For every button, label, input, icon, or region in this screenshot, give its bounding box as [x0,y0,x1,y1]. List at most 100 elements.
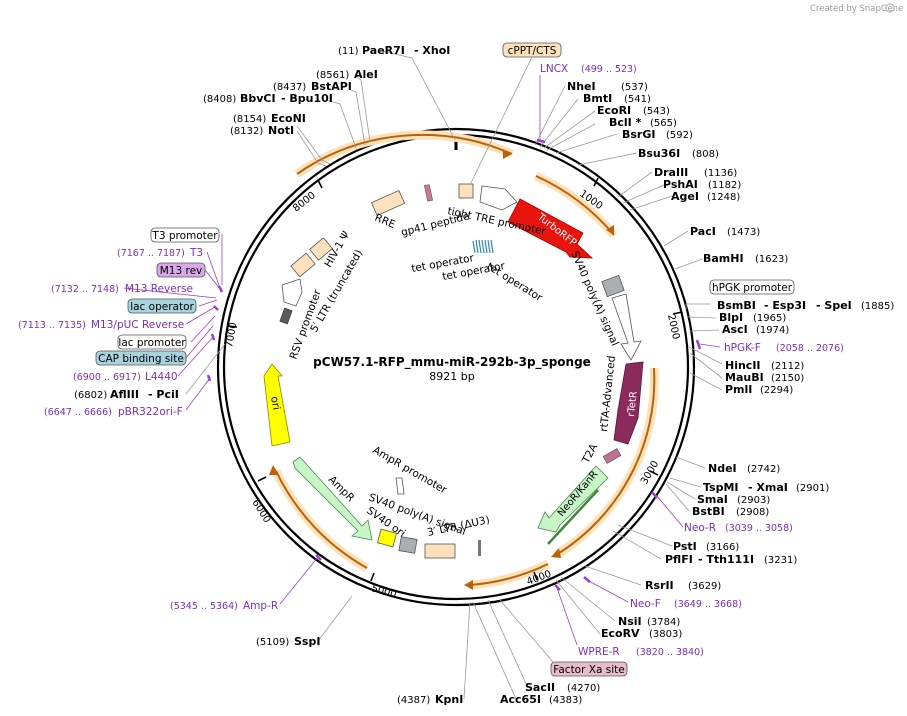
lac-promoter-label: lac promoter [118,337,186,349]
rsrii-name[interactable]: RsrII [645,579,674,592]
bbvci-name[interactable]: BbvCI [240,92,276,105]
pmli-name[interactable]: PmlI [725,383,752,396]
tet-operator-block [472,239,494,254]
primer-markers [206,138,702,591]
bstapi-name[interactable]: BstAPI [311,80,352,93]
ecorv-name[interactable]: EcoRV [601,627,640,640]
ltr3-marker [478,540,481,556]
cppt-tag: cPPT/CTS [502,42,562,58]
paci-name[interactable]: PacI [690,225,716,238]
ampr-primer-pos: (5345 .. 5364) [170,601,238,612]
agei-name[interactable]: AgeI [671,190,699,203]
orf-arrowhead-3 [551,548,561,558]
m13rev-primer-name[interactable]: M13 Reverse [125,283,193,295]
ecori-pos: (543) [643,106,670,117]
noti-name[interactable]: NotI [268,124,294,137]
pshai-name[interactable]: PshAI [663,178,698,191]
bsmbi-name[interactable]: BsmBI [717,299,756,312]
paer7i-name[interactable]: PaeR7I [362,44,405,57]
bsmbi-pos: (1885) [861,301,894,312]
acc65i-pos: (4383) [549,695,582,706]
nhei-pos: (537) [621,82,648,93]
econi-pos: (8154) [233,114,266,125]
sspi-pos: (5109) [256,637,289,648]
bsrgi-name[interactable]: BsrGI [622,128,655,141]
ampr-promoter-label: AmpR promoter [371,444,450,496]
tick-label-6000: 6000 [249,498,272,525]
neof-primer-name[interactable]: Neo-F [630,598,661,610]
bsu36i-name[interactable]: Bsu36I [638,147,680,160]
alei-name[interactable]: AleI [354,68,378,81]
afliii-pos: (6802) [74,390,107,401]
sacii-name[interactable]: SacII [525,681,555,694]
hpgkf-pos: (2058 .. 2076) [776,343,844,354]
noti-pos: (8132) [230,126,263,137]
spei-name[interactable]: - SpeI [816,299,852,312]
ampr-promoter-arrow [395,477,405,495]
pflfi-name[interactable]: PflFI [665,553,693,566]
draiii-name[interactable]: DraIII [654,166,688,179]
cap-binding-site-label: CAP binding site [98,353,184,365]
bstbi-name[interactable]: BstBI [692,505,725,518]
xmai-name[interactable]: - XmaI [748,481,788,494]
tth111i-name[interactable]: - Tth111I [698,553,754,566]
bmti-name[interactable]: BmtI [583,92,612,105]
wprer-primer-name[interactable]: WPRE-R [578,646,620,658]
hincii-name[interactable]: HincII [725,359,761,372]
blpi-name[interactable]: BlpI [719,311,743,324]
paci-pos: (1473) [727,227,760,238]
t2a-label: T2A [580,441,601,466]
ndei-name[interactable]: NdeI [708,462,737,475]
xhoi-name[interactable]: - XhoI [414,44,450,57]
kpni-name[interactable]: KpnI [435,693,463,706]
bamhi-name[interactable]: BamHI [703,252,744,265]
factor-xa-label: Factor Xa site [553,664,624,676]
asci-name[interactable]: AscI [722,323,748,336]
snapgene-credit: Created by SnapGene [810,4,903,14]
tick-label-7000: 7000 [224,322,239,349]
pbr322-primer-pos: (6647 .. 6666) [44,407,112,418]
pbr322-primer-name[interactable]: pBR322ori-F [118,406,183,418]
cppt-box [458,183,474,199]
smai-name[interactable]: SmaI [697,493,728,506]
ampr-arrow [292,456,373,541]
t3-promoter-tag: T3 promoter [150,227,220,243]
afliii-name[interactable]: AflIII [110,388,139,401]
econi-name[interactable]: EcoNI [271,112,306,125]
maubi-name[interactable]: MauBI [725,371,764,384]
neor-kanr-arrow [537,465,609,533]
bpu10i-name[interactable]: - Bpu10I [281,92,333,105]
m13-rev-label: M13 rev [160,265,203,277]
orf-arrow-1 [296,133,513,175]
psti-name[interactable]: PstI [673,540,697,553]
nsii-name[interactable]: NsiI [618,615,642,628]
tspmi-name[interactable]: TspMI [703,481,739,494]
m13puc-primer-name[interactable]: M13/pUC Reverse [91,319,184,331]
neor-kanr-band [547,489,599,545]
acc65i-name[interactable]: Acc65I [500,693,541,706]
ltr5-box [290,252,316,278]
bcli-name[interactable]: BclI * [609,116,642,129]
hpgkf-name[interactable]: hPGK-F [724,342,761,354]
orf-arrowhead-1 [503,149,512,159]
neor-primer-name[interactable]: Neo-R [684,522,716,534]
bsrgi-pos: (592) [666,130,693,141]
paer7i-pos: (11) [338,46,359,57]
snapgene-logo-icon [885,3,895,13]
backbone-outer-ring [216,127,696,607]
l4440-primer-name[interactable]: L4440 [145,371,178,383]
ecori-name[interactable]: EcoRI [597,104,631,117]
lncx-name[interactable]: LNCX [540,63,568,75]
nhei-name[interactable]: NheI [567,80,596,93]
pcii-name[interactable]: - PciI [148,388,179,401]
sspi-name[interactable]: SspI [294,635,320,648]
bsu36i-pos: (808) [692,149,719,160]
bbvci-pos: (8408) [203,94,236,105]
nsii-pos: (3784) [647,617,680,628]
lac-operator-label: lac operator [130,301,194,313]
t3-primer-name[interactable]: T3 [189,247,203,259]
esp3i-name[interactable]: - Esp3I [764,299,806,312]
ori-arrow [263,363,291,447]
ampr-primer-name[interactable]: Amp-R [243,600,278,612]
